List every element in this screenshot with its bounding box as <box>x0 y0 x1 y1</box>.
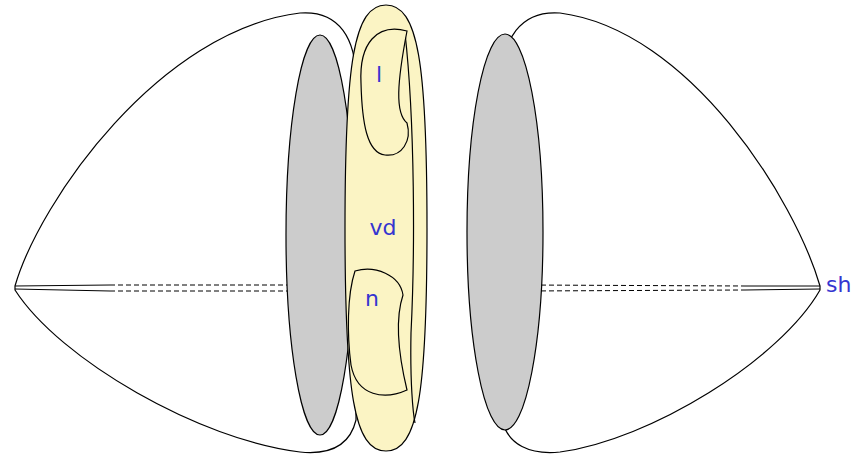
outline-path <box>348 269 407 395</box>
inner-line <box>405 33 415 423</box>
body-node: vd l n <box>343 3 429 453</box>
lobe-node: l <box>357 23 415 158</box>
suture-dashed <box>110 291 298 292</box>
part-label: l <box>376 63 382 87</box>
part-label: sh <box>826 273 851 297</box>
suture-line <box>745 289 820 290</box>
suture-line <box>15 289 110 291</box>
grey-cotyledon-face <box>467 34 543 430</box>
suture-dashed <box>525 285 745 286</box>
left-lobe <box>15 13 356 453</box>
suture-line <box>15 285 110 286</box>
part-label: vd <box>370 216 397 240</box>
suture-dashed <box>525 290 745 291</box>
outline-path <box>361 29 408 155</box>
part-label: n <box>365 287 379 311</box>
suture-dashed <box>110 285 298 286</box>
right-lobe <box>502 13 820 453</box>
suture-line <box>745 286 820 287</box>
node-outline <box>357 23 415 158</box>
grey-cotyledon-face <box>286 35 354 435</box>
lobe-node: n <box>345 265 409 400</box>
node-outline <box>345 265 409 400</box>
outline-path <box>345 5 427 451</box>
